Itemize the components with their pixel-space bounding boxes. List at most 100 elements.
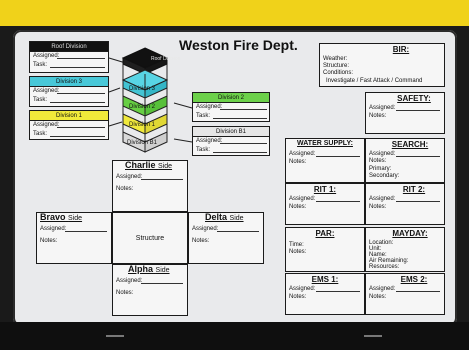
ems-1-box[interactable]: EMS 1: Assigned: Notes:	[285, 273, 365, 315]
charlie-side-box[interactable]: Charlie Side Assigned: Notes:	[112, 160, 188, 212]
roof-task-label: Task:	[33, 62, 48, 68]
mayday-name-label: Name:	[369, 252, 387, 258]
water-supply-box[interactable]: WATER SUPPLY: Assigned: Notes:	[285, 138, 365, 183]
division-b1-header: Division B1	[193, 127, 269, 137]
stack-label-div1: Division 1	[129, 122, 156, 128]
roof-division-header: Roof Division	[30, 42, 108, 52]
par-box[interactable]: PAR: Time: Notes:	[285, 227, 365, 272]
safety-assigned-line	[396, 110, 440, 111]
search-primary-label: Primary:	[369, 166, 392, 172]
rit-2-assigned-label: Assigned:	[369, 196, 396, 202]
charlie-assigned-line	[141, 179, 183, 180]
delta-notes-label: Notes:	[192, 238, 210, 244]
alpha-assigned-label: Assigned:	[116, 278, 143, 284]
par-time-label: Time:	[289, 242, 304, 248]
division-3-header: Division 3	[30, 77, 108, 87]
division-3-task-label: Task:	[33, 97, 48, 103]
division-1-task-label: Task:	[33, 131, 48, 137]
delta-assigned-line	[217, 231, 259, 232]
delta-side-title: Delta Side	[205, 212, 244, 223]
structure-box[interactable]: Structure	[112, 212, 188, 264]
bir-structure-label: Structure:	[323, 63, 350, 69]
par-notes-label: Notes:	[289, 249, 307, 255]
mayday-box[interactable]: MAYDAY: Location: Unit: Name: Air Remain…	[365, 227, 445, 272]
ems-1-notes-label: Notes:	[289, 294, 307, 300]
bir-weather-label: Weather:	[323, 56, 348, 62]
mayday-location-label: Location:	[369, 240, 394, 246]
division-1-header: Division 1	[30, 111, 108, 121]
safety-assigned-label: Assigned:	[369, 105, 396, 111]
division-3-assigned-line	[57, 93, 105, 94]
ems-1-assigned-line	[316, 291, 360, 292]
ems-2-assigned-label: Assigned:	[369, 286, 396, 292]
search-assigned-line	[396, 156, 440, 157]
alpha-assigned-line	[141, 283, 183, 284]
bravo-assigned-label: Assigned:	[40, 226, 67, 232]
division-b1-assigned-label: Assigned:	[196, 138, 223, 144]
search-box[interactable]: SEARCH: Assigned: Notes: Primary: Second…	[365, 138, 445, 183]
mayday-unit-label: Unit:	[369, 246, 382, 252]
rit-1-assigned-label: Assigned:	[289, 196, 316, 202]
bir-box[interactable]: BIR: Weather: Structure: Conditions: Inv…	[319, 43, 445, 87]
division-b1-assigned-line	[220, 143, 267, 144]
alpha-notes-label: Notes:	[116, 290, 134, 296]
division-1-panel[interactable]: Division 1 Assigned: Task:	[29, 110, 109, 140]
division-2-panel[interactable]: Division 2 Assigned: Task:	[192, 92, 270, 122]
rit-1-box[interactable]: RIT 1: Assigned: Notes:	[285, 183, 365, 225]
ems-1-assigned-label: Assigned:	[289, 286, 316, 292]
roof-task-line	[50, 67, 105, 68]
ems-2-title: EMS 2:	[400, 275, 428, 284]
division-2-assigned-label: Assigned:	[196, 104, 223, 110]
search-title: SEARCH:	[391, 140, 429, 149]
alpha-side-box[interactable]: Alpha Side Assigned: Notes:	[112, 264, 188, 316]
water-assigned-label: Assigned:	[289, 151, 316, 157]
bravo-assigned-line	[65, 231, 107, 232]
division-1-assigned-label: Assigned:	[33, 122, 60, 128]
top-yellow-banner	[0, 0, 469, 26]
mayday-air-label: Air Remaining:	[369, 258, 409, 264]
water-assigned-line	[316, 156, 360, 157]
search-assigned-label: Assigned:	[369, 151, 396, 157]
stack-label-roof: Roof Division	[151, 56, 181, 62]
ems-2-box[interactable]: EMS 2: Assigned: Notes:	[365, 273, 445, 315]
ems-2-notes-label: Notes:	[369, 294, 387, 300]
division-3-task-line	[50, 102, 105, 103]
alpha-side-title: Alpha Side	[128, 264, 170, 275]
division-b1-panel[interactable]: Division B1 Assigned: Task:	[192, 126, 270, 156]
charlie-notes-label: Notes:	[116, 186, 134, 192]
roof-division-panel[interactable]: Roof Division Assigned: Task:	[29, 41, 109, 73]
rit-2-notes-label: Notes:	[369, 204, 387, 210]
division-2-assigned-line	[220, 109, 267, 110]
tray-mark-right	[364, 335, 382, 337]
ems-1-title: EMS 1:	[311, 275, 339, 284]
rit-1-title: RIT 1:	[313, 185, 337, 194]
division-2-task-label: Task:	[196, 113, 211, 119]
rit-2-assigned-line	[396, 201, 440, 202]
safety-notes-label: Notes:	[369, 113, 387, 119]
water-supply-title: WATER SUPPLY:	[297, 140, 353, 147]
division-1-task-line	[50, 136, 105, 137]
division-2-header: Division 2	[193, 93, 269, 103]
bir-title: BIR:	[392, 45, 410, 54]
division-1-assigned-line	[57, 127, 105, 128]
rit-1-notes-label: Notes:	[289, 204, 307, 210]
mayday-resources-label: Resources:	[369, 264, 400, 270]
bravo-side-box[interactable]: Bravo Side Assigned: Notes:	[36, 212, 112, 264]
delta-side-box[interactable]: Delta Side Assigned: Notes:	[188, 212, 264, 264]
par-title: PAR:	[315, 229, 335, 238]
division-3-assigned-label: Assigned:	[33, 88, 60, 94]
charlie-assigned-label: Assigned:	[116, 174, 143, 180]
search-notes-label: Notes:	[369, 158, 387, 164]
safety-box[interactable]: SAFETY: Assigned: Notes:	[365, 92, 445, 134]
division-3-panel[interactable]: Division 3 Assigned: Task:	[29, 76, 109, 107]
bir-conditions-label: Conditions:	[323, 70, 354, 76]
rit-2-title: RIT 2:	[402, 185, 426, 194]
stack-label-divb1: Division B1	[127, 140, 158, 146]
roof-assigned-line	[57, 58, 105, 59]
rit-2-box[interactable]: RIT 2: Assigned: Notes:	[365, 183, 445, 225]
division-b1-task-line	[213, 152, 267, 153]
division-2-task-line	[213, 118, 267, 119]
ems-2-assigned-line	[396, 291, 440, 292]
bravo-side-title: Bravo Side	[40, 212, 83, 223]
division-b1-task-label: Task:	[196, 147, 211, 153]
